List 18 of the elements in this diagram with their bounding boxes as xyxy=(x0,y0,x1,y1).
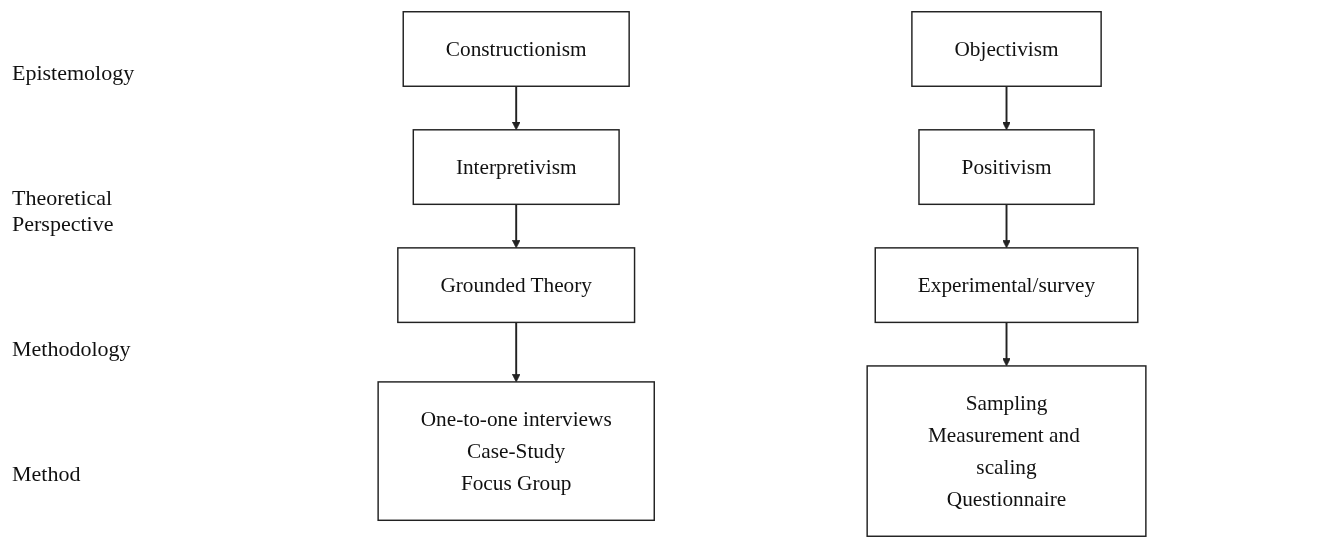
node-box: Sampling Measurement and scaling Questionnaire xyxy=(866,364,1147,537)
arrow xyxy=(1002,202,1011,248)
node-box: Experimental/survey xyxy=(874,246,1139,323)
node-box: Constructionism xyxy=(402,10,630,87)
arrow xyxy=(511,202,521,248)
node-box: One-to-one interviews Case-Study Focus Group xyxy=(377,380,655,521)
node-box: Positivism xyxy=(918,128,1095,205)
node-box: Grounded Theory xyxy=(397,246,636,323)
arrow xyxy=(511,320,521,382)
node-box: Interpretivism xyxy=(412,128,620,205)
row-label: Method xyxy=(12,461,82,488)
row-label: Theoretical Perspective xyxy=(12,184,115,237)
row-label: Methodology xyxy=(12,336,132,363)
arrow xyxy=(1002,84,1011,130)
arrow xyxy=(511,84,521,130)
node-box: Objectivism xyxy=(911,10,1102,87)
row-label: Epistemology xyxy=(12,59,136,86)
arrow xyxy=(1002,320,1011,366)
